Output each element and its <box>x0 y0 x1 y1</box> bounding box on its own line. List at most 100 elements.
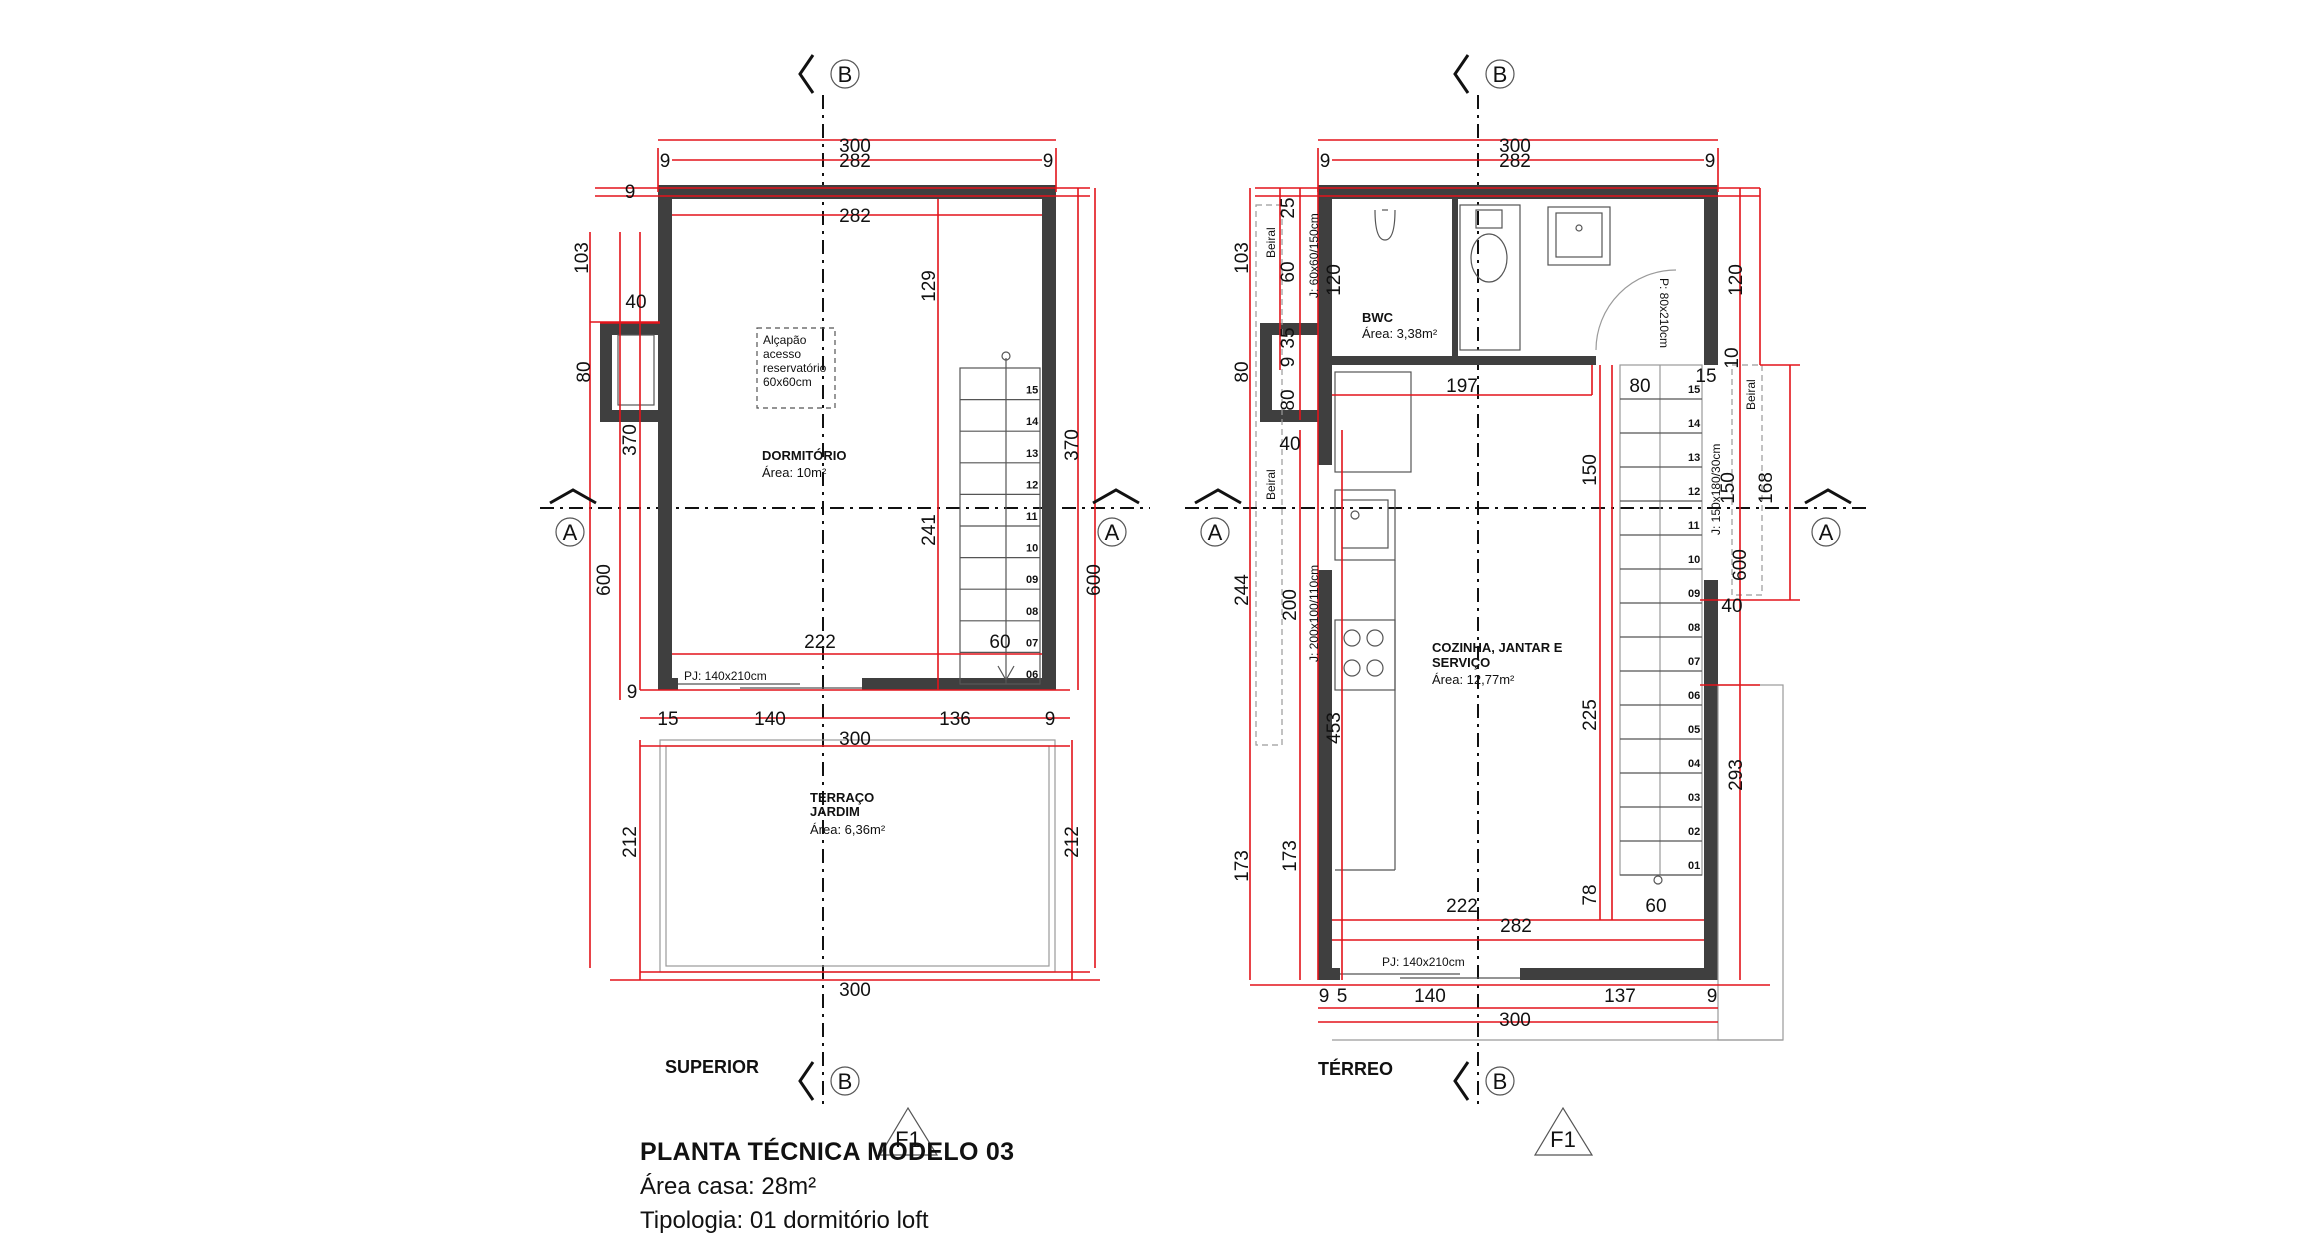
dim-text: 244 <box>1232 574 1253 606</box>
stair-step-number: 09 <box>1026 574 1038 586</box>
wall-left-upper <box>1318 185 1332 465</box>
dim-text: 241 <box>919 514 940 546</box>
dim-text: 80 <box>1278 389 1299 410</box>
door-label: PJ: 140x210cm <box>684 669 767 683</box>
dim-text: 140 <box>754 709 786 730</box>
superior-dimensions <box>589 139 1100 981</box>
wall-bottom-right <box>862 678 1056 690</box>
room-name: COZINHA, JANTAR E <box>1432 640 1563 655</box>
bay-inner <box>617 334 655 406</box>
svg-text:F1: F1 <box>895 1127 921 1152</box>
svg-text:A: A <box>1819 520 1834 545</box>
dim-text: 15 <box>657 709 678 730</box>
dim-text: 78 <box>1580 884 1601 905</box>
bay-bottom <box>1260 410 1320 422</box>
bay-top <box>600 323 660 335</box>
bay-bottom <box>600 410 660 422</box>
dim-text: 453 <box>1324 712 1345 744</box>
dim-text: 40 <box>1721 596 1742 617</box>
stair-step-number: 12 <box>1026 479 1038 491</box>
dim-text: 300 <box>839 136 871 157</box>
svg-text:B: B <box>1493 62 1508 87</box>
title-block: PLANTA TÉCNICA MODELO 03 Área casa: 28m²… <box>640 1138 1014 1235</box>
bay-left <box>1260 323 1272 422</box>
dim-text: 129 <box>919 270 940 302</box>
dim-text: 168 <box>1756 472 1777 504</box>
dim-text: 600 <box>1730 549 1751 581</box>
section-marker-b-top: B <box>798 54 860 94</box>
house-area: Área casa: 28m² <box>640 1173 817 1200</box>
alcapao-hatch <box>756 327 836 409</box>
bwc-fixtures <box>1374 204 1677 351</box>
section-marker-b-bottom: B <box>1453 1061 1515 1101</box>
dim-text: 293 <box>1726 759 1747 791</box>
dim-text: 282 <box>1499 151 1531 172</box>
bay-top <box>1260 323 1320 335</box>
door-label: P: 80x210cm <box>1657 278 1671 348</box>
stair-step-number: 06 <box>1688 690 1700 702</box>
wall-bottom-left <box>1318 968 1340 980</box>
hatch-label: Alçapão <box>763 333 807 347</box>
stair-step-number: 14 <box>1026 416 1039 428</box>
dim-text: 9 <box>1705 151 1716 172</box>
facade-marker-f1: F1 <box>1533 1106 1594 1156</box>
stair-step-number: 11 <box>1688 520 1700 532</box>
stair-step-number: 06 <box>1026 669 1038 681</box>
stair-step-number: 10 <box>1688 554 1700 566</box>
dim-text: 225 <box>1580 699 1601 731</box>
dim-text: 80 <box>1232 361 1253 382</box>
dim-text: 150 <box>1580 454 1601 486</box>
dim-text: 282 <box>839 206 871 227</box>
terreo-dimensions <box>1249 139 1800 1023</box>
dim-text: 600 <box>1084 564 1105 596</box>
stair-step-number: 15 <box>1688 384 1700 396</box>
section-marker-a-right: A <box>1804 488 1852 547</box>
svg-text:A: A <box>1208 520 1223 545</box>
dim-text: 60 <box>1278 261 1299 282</box>
room-name: JARDIM <box>810 804 860 819</box>
dim-text: 370 <box>1062 429 1083 461</box>
beiral-label: Beiral <box>1264 469 1278 500</box>
dim-text: 300 <box>839 729 871 750</box>
dim-text: 40 <box>1279 434 1300 455</box>
room-name: SERVIÇO <box>1432 655 1490 670</box>
dim-text: 9 <box>1320 151 1331 172</box>
stair-step-number: 04 <box>1688 758 1701 770</box>
dim-text: 282 <box>1500 916 1532 937</box>
wall-top <box>1318 185 1718 199</box>
stair-step-number: 05 <box>1688 724 1700 736</box>
stair-step-number: 13 <box>1688 452 1700 464</box>
svg-text:F1: F1 <box>1550 1127 1576 1152</box>
dim-text: 282 <box>839 151 871 172</box>
dim-text: 60 <box>1645 896 1666 917</box>
section-marker-b-top: B <box>1453 54 1515 94</box>
facade-marker-f1: F1 <box>878 1106 939 1156</box>
stair-step-number: 10 <box>1026 543 1038 555</box>
stair-step-number: 08 <box>1688 622 1700 634</box>
room-area: Área: 3,38m² <box>1362 326 1438 341</box>
stair-step-number: 07 <box>1688 656 1700 668</box>
section-marker-b-bottom: B <box>798 1061 860 1101</box>
room-area: Área: 10m² <box>762 465 827 480</box>
dim-text: 9 <box>627 682 638 703</box>
svg-text:A: A <box>1105 520 1120 545</box>
dim-text: 10 <box>1722 347 1743 368</box>
dim-text: 136 <box>939 709 971 730</box>
dim-text: 80 <box>1629 376 1650 397</box>
hatch-label: reservatório <box>763 361 827 375</box>
dim-text: 370 <box>620 424 641 456</box>
stair-step-number: 08 <box>1026 606 1038 618</box>
dim-text: 9 <box>660 151 671 172</box>
dim-text: 600 <box>594 564 615 596</box>
dim-text: 212 <box>620 826 641 858</box>
room-name: DORMITÓRIO <box>762 448 847 463</box>
hatch-label: 60x60cm <box>763 375 812 389</box>
svg-text:A: A <box>563 520 578 545</box>
dim-text: 300 <box>839 980 871 1001</box>
dim-text: 25 <box>1278 197 1299 218</box>
dim-text: 137 <box>1604 986 1636 1007</box>
beiral-right <box>1731 364 1763 596</box>
